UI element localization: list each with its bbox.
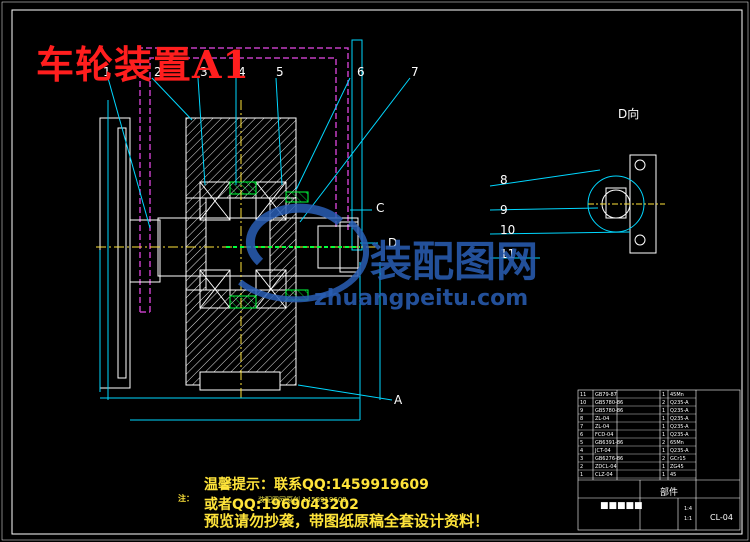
note-prefix: 注： [178,494,194,503]
view-d-leaders [489,169,631,259]
outer-frame [11,9,743,535]
part-label-10: 10 [500,223,515,237]
view-d-label: D向 [618,106,639,121]
title-block-cell: GB6276-86 [595,456,623,462]
title-block-cell: GB5780-86 [595,400,623,406]
part-label-9: 9 [500,203,508,217]
note-overlap: 装配图网原创 1459919609 [258,496,347,504]
title-block-cell: 45 [670,472,676,478]
title-block-cell: 8 [580,416,583,422]
section-label-a: A [394,393,403,407]
title-block-cell: 1 [662,464,665,470]
title-block-cell: 1 [662,424,665,430]
title-block-cell: 45Mn [670,392,684,398]
title-block-cell: 1 [662,448,665,454]
part-label-3: 3 [200,65,208,79]
part-label-2: 2 [154,65,162,79]
title-block-cell: GB5780-86 [595,408,623,414]
title-block-cell: 2 [662,440,665,446]
title-block-cell: 2 [662,400,665,406]
dimension-lines [99,77,411,421]
title-block [577,389,741,531]
view-d [587,154,665,254]
watermark-text: 装配图网 [370,237,539,286]
title-block-cell: 1 [580,472,583,478]
part-label-8: 8 [500,173,508,187]
title-block-cell: ZG45 [670,464,684,470]
title-block-cell: 6 [580,432,583,438]
note-warning: 预览请勿抄袭，带图纸原稿全套设计资料！ [204,512,490,530]
title-block-cell: 3 [580,456,583,462]
part-label-1: 1 [103,65,111,79]
tb-scale: 1:4 [684,506,692,512]
section-label-c: C [376,201,384,215]
part-label-7: 7 [411,65,419,79]
title-block-cell: Q235-A [670,448,689,454]
title-block-cell: 65Mn [670,440,684,446]
drawing-title: 车轮装置A1 [36,42,250,87]
title-block-cell: JCT-04 [594,448,611,454]
title-block-cell: CLZ-04 [595,472,613,478]
title-block-cell: GB79-87 [595,392,617,398]
part-label-6: 6 [357,65,365,79]
note-contact-alt: 或者QQ:1969043202 [204,497,359,513]
title-block-cell: GCr15 [670,456,686,462]
note-contact: 温馨提示：联系QQ:1459919609 [204,477,429,493]
title-block-cell: Q235-A [670,408,689,414]
title-block-cell: ZL-04 [595,424,609,430]
part-label-11: 11 [500,247,515,261]
title-block-cell: 1 [662,416,665,422]
section-label-d: D [388,236,397,250]
part-label-4: 4 [238,65,246,79]
title-block-cell: Q235-A [670,432,689,438]
title-block-cell: Q235-A [670,424,689,430]
title-block-cell: ZL-04 [595,416,609,422]
part-labels: 1 2 3 4 5 6 7 8 9 10 11 D向 C D A [103,65,639,407]
title-block-cell: 7 [580,424,583,430]
title-block-cell: FCD-04 [595,432,613,438]
title-block-cell: 9 [580,408,583,414]
title-block-cell: 1 [662,392,665,398]
guard-cyan [351,39,363,251]
title-block-cell: 1 [662,432,665,438]
title-block-cell: 11 [580,392,586,398]
title-block-cell: 1 [662,472,665,478]
title-block-cell: 4 [580,448,583,454]
watermark-logo-icon [238,203,370,303]
watermark-url: zhuangpeitu.com [314,286,529,311]
tb-drawing-name: ■■■■■ [600,501,643,511]
title-block-cell: Q235-A [670,416,689,422]
title-block-cell: 10 [580,400,586,406]
tb-sheet: 1:1 [684,516,692,522]
title-block-cell: 1 [662,408,665,414]
title-block-cell: Q235-A [670,400,689,406]
title-block-cell: 5 [580,440,583,446]
tb-parts-header: 部件 [660,486,678,498]
guard-outline [139,47,349,313]
title-block-cell: 2 [662,456,665,462]
title-block-cell: 2 [580,464,583,470]
part-label-5: 5 [276,65,284,79]
title-block-cell: GB6391-86 [595,440,623,446]
title-block-cell: ZDCL-04 [595,464,617,470]
wheel-envelope [99,117,161,389]
tb-drawing-no: CL-04 [710,513,733,522]
